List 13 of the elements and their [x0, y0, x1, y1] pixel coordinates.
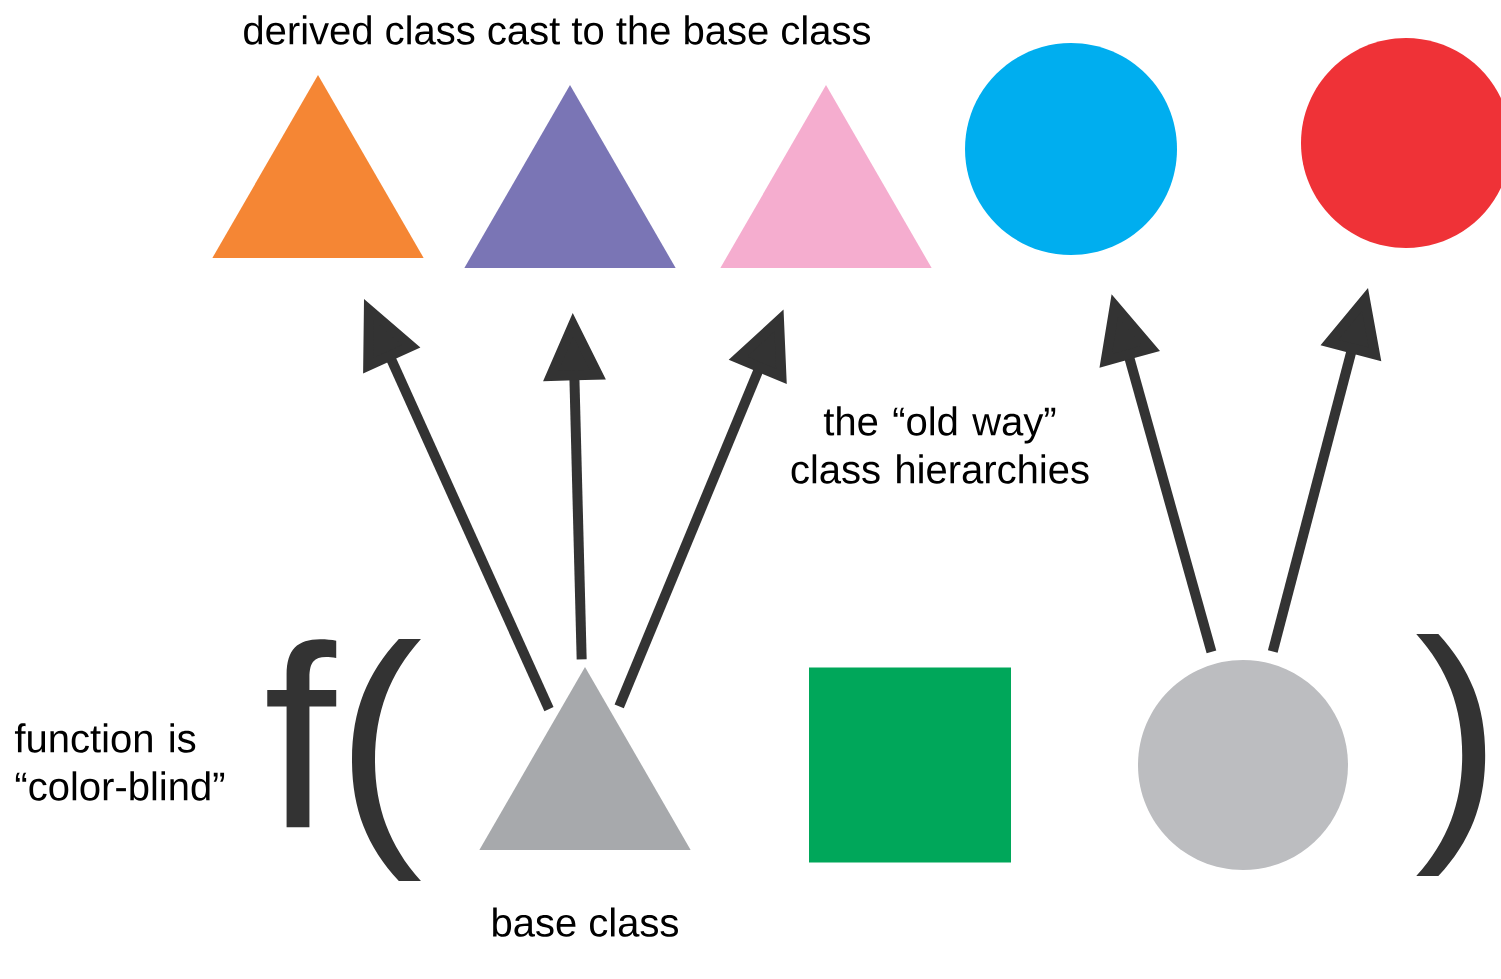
text-label: the “old way” class hierarchies: [791, 406, 1089, 484]
text-label: derived class cast to the base class: [244, 15, 870, 45]
function-symbol: f(: [267, 638, 421, 882]
triangle: [479, 667, 691, 850]
text-label: function is “color-blind”: [14, 723, 225, 801]
circle: [1138, 660, 1348, 870]
node-label: base class: [493, 907, 678, 937]
function-symbol: ): [1416, 633, 1486, 877]
triangle: [464, 85, 676, 268]
circle: [965, 43, 1177, 255]
triangle: [720, 85, 932, 268]
triangle: [212, 75, 424, 258]
square: [809, 667, 1011, 863]
